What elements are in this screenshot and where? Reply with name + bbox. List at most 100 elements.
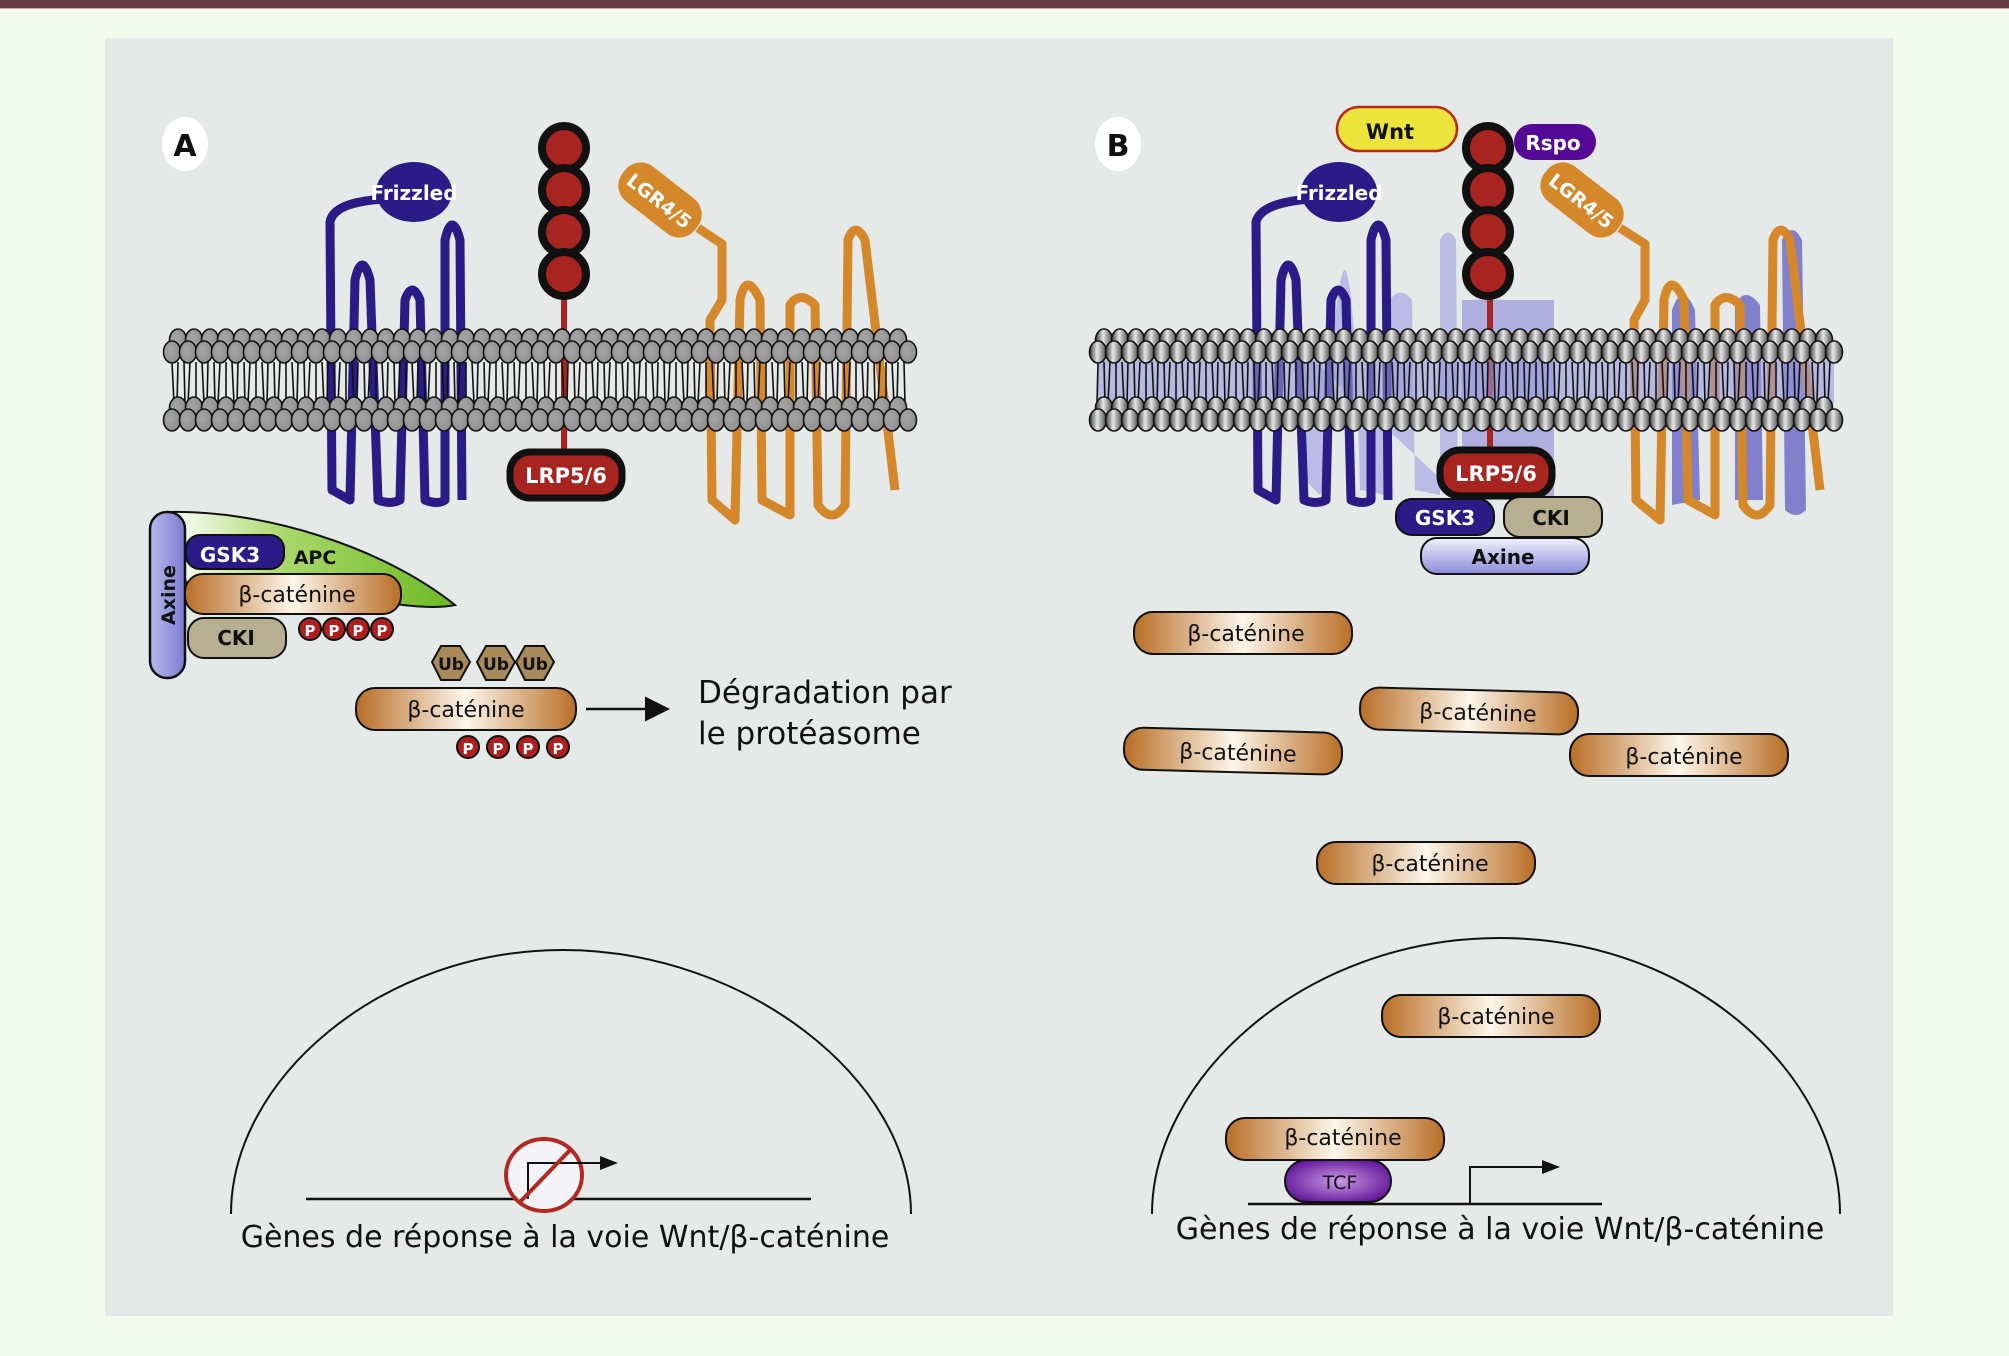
ubiquitin-icon: Ub [514, 645, 556, 681]
lipid-head [1376, 408, 1396, 432]
lipid-head [866, 408, 886, 432]
lipid-tail [517, 361, 521, 405]
lipid-head [1600, 340, 1620, 364]
lipid-tail [697, 361, 701, 405]
lipid-tail [296, 361, 299, 405]
svg-text:P: P [329, 622, 340, 640]
lipid-head [1296, 340, 1316, 364]
lgr-receptor-a: LGR4/5 [618, 162, 900, 525]
lipid-head [1728, 340, 1748, 364]
lipid-head [1552, 408, 1572, 432]
lipid-tail [1786, 361, 1789, 405]
lipid-tail [1493, 361, 1496, 405]
gsk3-label-a: GSK3 [200, 543, 260, 567]
lipid-tail [423, 361, 426, 405]
lipid-head [738, 340, 758, 364]
lipid-tail [1816, 361, 1819, 405]
lipid-tail [363, 361, 366, 405]
figure-panel [105, 38, 1893, 1316]
lipid-tail [231, 361, 235, 405]
beta-catenin-label-complex: β-caténine [238, 583, 355, 608]
lipid-head [1552, 340, 1572, 364]
lipid-head [1344, 408, 1364, 432]
lipid-head [466, 408, 486, 432]
lipid-head [162, 340, 182, 364]
lipid-tail [326, 361, 329, 405]
lipid-head [594, 408, 614, 432]
lipid-tail [1767, 361, 1771, 405]
lipid-tail [536, 361, 539, 405]
lipid-head [1184, 340, 1204, 364]
lipid-head [274, 408, 294, 432]
lrp-label-a: LRP5/6 [525, 464, 607, 488]
lipid-tail [1107, 361, 1111, 405]
lipid-head [530, 340, 550, 364]
phospho-icon: P [346, 617, 370, 641]
lipid-tail [261, 361, 265, 405]
lipid-tail [843, 361, 846, 405]
lipid-head [626, 408, 646, 432]
lipid-head [162, 408, 182, 432]
lipid-head [1168, 340, 1188, 364]
axine-label-a: Axine [158, 565, 180, 625]
lipid-tail [187, 361, 191, 405]
lipid-head [178, 340, 198, 364]
lipid-tail [1497, 361, 1501, 405]
lipid-head [514, 408, 534, 432]
lipid-head [482, 408, 502, 432]
lipid-head [1360, 340, 1380, 364]
lipid-tail [471, 361, 475, 405]
frizzled-label-b: Frizzled [1295, 181, 1382, 205]
lipid-head [1744, 408, 1764, 432]
lipid-tail [1287, 361, 1291, 405]
lipid-tail [506, 361, 509, 405]
lipid-head [1488, 408, 1508, 432]
lipid-head [242, 408, 262, 432]
lipid-head [1232, 408, 1252, 432]
lipid-head [882, 408, 902, 432]
lipid-tail [171, 361, 175, 405]
lipid-head [578, 408, 598, 432]
lipid-tail [457, 361, 461, 405]
lrp-beads-a [538, 122, 590, 300]
lipid-head [1328, 340, 1348, 364]
signalosome: LRP5/6 GSK3 CKI Axine [1395, 446, 1603, 575]
lipid-head [658, 340, 678, 364]
lipid-head [690, 340, 710, 364]
lipid-tail [1571, 361, 1575, 405]
lipid-head [1712, 408, 1732, 432]
lipid-head [1120, 340, 1140, 364]
lipid-head [690, 408, 710, 432]
lipid-head [738, 408, 758, 432]
svg-text:β-caténine: β-caténine [1437, 1005, 1554, 1030]
cki-label-a: CKI [217, 626, 255, 650]
lipid-tail [1366, 361, 1369, 405]
lipid-head [498, 408, 518, 432]
lipid-head [354, 408, 374, 432]
lipid-head [482, 340, 502, 364]
lipid-head [1760, 408, 1780, 432]
lipid-tail [1763, 361, 1766, 405]
lipid-tail [277, 361, 281, 405]
lipid-head [594, 340, 614, 364]
lipid-head [1488, 340, 1508, 364]
lipid-head [610, 408, 630, 432]
nucleus-a: Gènes de réponse à la voie Wnt/β-caténin… [230, 948, 912, 1255]
lipid-head [338, 408, 358, 432]
lipid-head [306, 408, 326, 432]
beta-catenin-label-tcf: β-caténine [1284, 1126, 1401, 1151]
lipid-head [834, 408, 854, 432]
lipid-tail [1126, 361, 1129, 405]
lipid-head [882, 340, 902, 364]
lipid-tail [711, 361, 715, 405]
lipid-tail [1781, 361, 1785, 405]
lipid-tail [727, 361, 731, 405]
lipid-head [1312, 340, 1332, 364]
nucleus-b: β-caténine TCF β-caténine Gènes de répon… [1151, 936, 1841, 1247]
lipid-tail [247, 361, 251, 405]
svg-text:P: P [523, 740, 534, 758]
lipid-tail [397, 361, 401, 405]
lipid-head [834, 340, 854, 364]
lipid-tail [1707, 361, 1711, 405]
